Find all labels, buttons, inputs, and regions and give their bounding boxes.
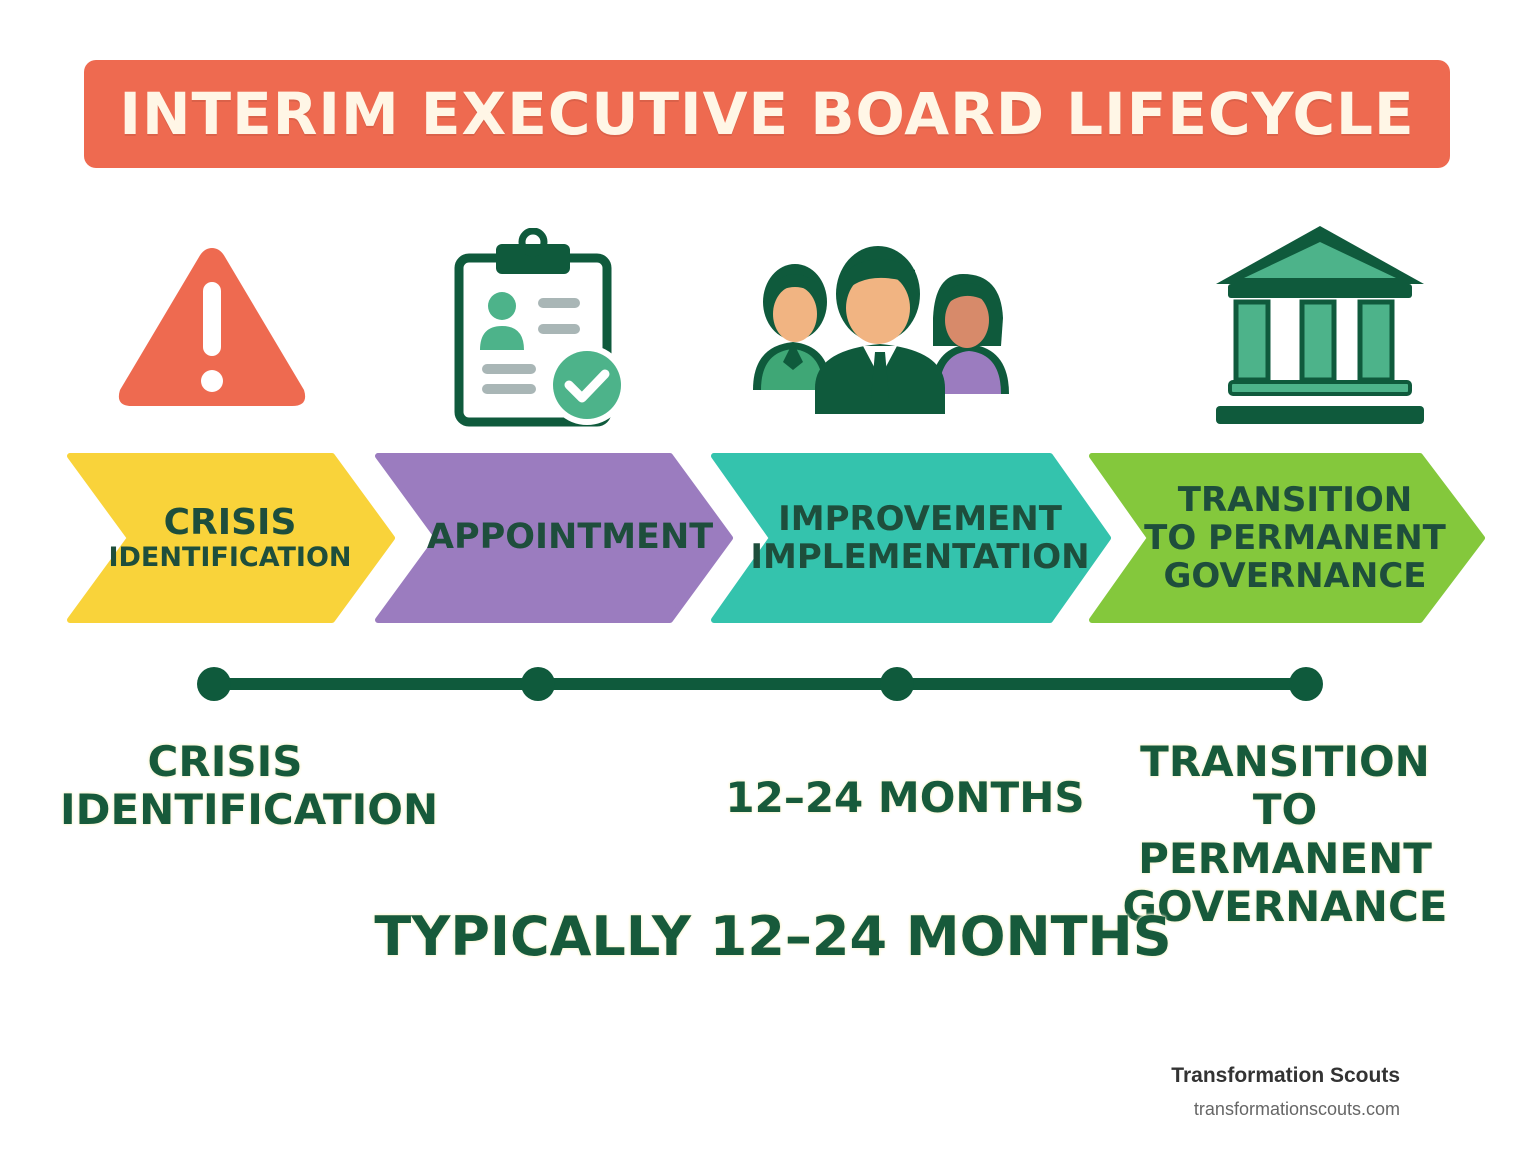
duration-note: TYPICALLY 12–24 MONTHS [374, 905, 1172, 968]
timeline-dot-appointment [521, 667, 555, 701]
step-appointment-chevron [375, 453, 733, 623]
step-improvement-line1: IMPROVEMENT [778, 498, 1062, 539]
step-transition-chevron [1089, 453, 1485, 623]
step-transition-line1: TRANSITION [1177, 479, 1413, 520]
step-improvement-label: IMPROVEMENT IMPLEMENTATION [750, 462, 1089, 614]
warning-icon [118, 248, 306, 406]
page-title: INTERIM EXECUTIVE BOARD LIFECYCLE [119, 80, 1415, 148]
timeline-dot-improvement [880, 667, 914, 701]
timeline-middle-label: 12–24 MONTHS [725, 773, 1085, 822]
timeline-dot-start [197, 667, 231, 701]
step-crisis-line2: IDENTIFICATION [108, 542, 352, 574]
clipboard-check-icon [454, 228, 627, 427]
government-building-icon [1216, 226, 1424, 424]
timeline-start-label: CRISIS IDENTIFICATION [60, 737, 439, 835]
timeline-end-line2: TO PERMANENT [1138, 785, 1432, 883]
team-people-icon [753, 246, 1009, 414]
step-transition-label: TRANSITION TO PERMANENT GOVERNANCE [1140, 462, 1450, 614]
step-transition-line2: TO PERMANENT [1144, 517, 1446, 558]
brand-url[interactable]: transformationscouts.com [1193, 1099, 1400, 1119]
timeline-end-label: TRANSITION TO PERMANENT GOVERNANCE [1110, 737, 1460, 931]
timeline-end-line3: GOVERNANCE [1122, 881, 1448, 931]
step-crisis-chevron [67, 453, 395, 623]
step-appointment-label: APPOINTMENT [426, 462, 714, 614]
step-improvement-chevron [711, 453, 1111, 623]
timeline-start-line1: CRISIS [147, 737, 303, 786]
step-transition-line3: GOVERNANCE [1163, 556, 1427, 597]
step-crisis-label: CRISIS IDENTIFICATION [108, 462, 352, 614]
timeline-end-line1: TRANSITION [1140, 737, 1430, 786]
step-appointment-line1: APPOINTMENT [426, 517, 714, 558]
timeline-dot-end [1289, 667, 1323, 701]
timeline-start-line2: IDENTIFICATION [60, 785, 439, 835]
title-banner: INTERIM EXECUTIVE BOARD LIFECYCLE [84, 60, 1450, 168]
step-improvement-line2: IMPLEMENTATION [750, 537, 1090, 577]
brand-name: Transformation Scouts [1171, 1064, 1400, 1087]
step-crisis-line1: CRISIS [163, 501, 297, 543]
